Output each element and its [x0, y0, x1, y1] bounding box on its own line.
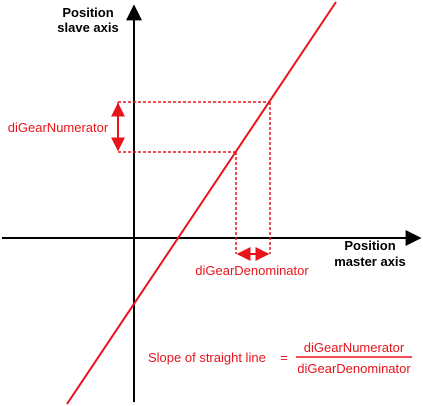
denominator-label: diGearDenominator [195, 263, 309, 278]
numerator-label: diGearNumerator [8, 120, 109, 135]
construction-lines [117, 101, 271, 254]
formula-prefix: Slope of straight line [148, 350, 266, 365]
y-axis-label-line1: Position [62, 5, 113, 20]
x-axis-label-line1: Position [344, 238, 395, 253]
formula-numerator: diGearNumerator [304, 340, 405, 355]
slope-line [66, 1, 337, 405]
y-axis-label-line2: slave axis [57, 20, 118, 35]
x-axis-label-line2: master axis [334, 254, 406, 269]
formula-denominator: diGearDenominator [297, 361, 411, 376]
formula-equals: = [280, 350, 288, 365]
